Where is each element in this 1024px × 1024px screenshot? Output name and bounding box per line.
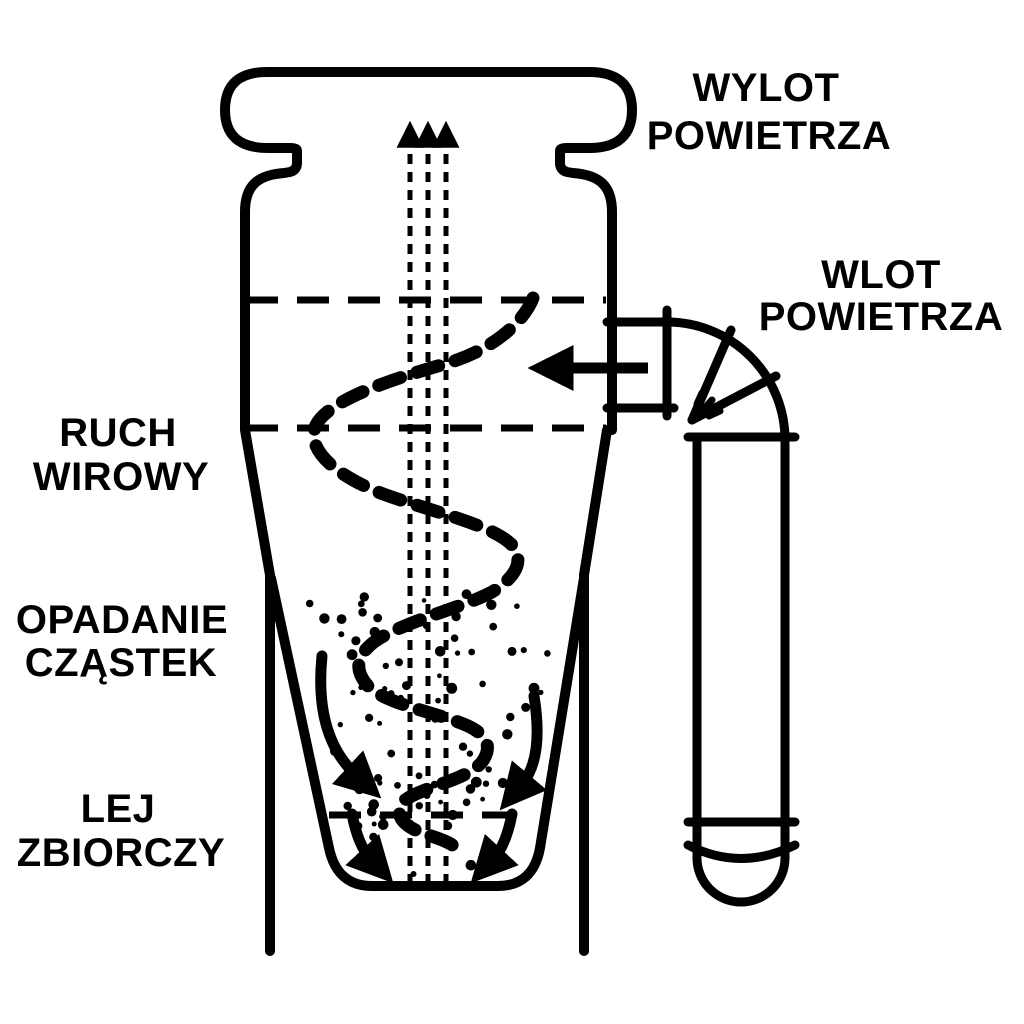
air-outlet-label-line1: WYLOT xyxy=(693,66,840,110)
diagram-labels: WYLOT POWIETRZA WLOT POWIETRZA RUCH WIRO… xyxy=(16,66,1003,875)
particle-dots xyxy=(305,589,551,877)
inlet-duct xyxy=(602,305,800,907)
pipe-flange-curve xyxy=(683,840,800,863)
hopper-label-line2: ZBIORCZY xyxy=(17,831,225,875)
outlet-flow-arrows xyxy=(396,120,460,884)
cone-hopper-outline xyxy=(266,573,589,891)
air-outlet-label-line2: POWIETRZA xyxy=(647,114,891,158)
elbow-outer-arc xyxy=(662,317,790,445)
air-inlet-label-line1: WLOT xyxy=(821,253,941,297)
vortex-spiral xyxy=(307,291,540,855)
hopper-label-line1: LEJ xyxy=(81,787,156,831)
pipe-bottom-cap xyxy=(692,853,790,907)
air-inlet-label-line2: POWIETRZA xyxy=(759,295,1003,339)
settling-arrows xyxy=(315,650,547,811)
settling-label-line2: CZĄSTEK xyxy=(25,641,217,685)
elbow-spoke-2 xyxy=(687,371,781,425)
settling-label-line1: OPADANIE xyxy=(16,598,228,642)
elbow-hub-ticks xyxy=(693,389,724,420)
vortex-label-line2: WIROWY xyxy=(33,455,209,499)
vessel-outline xyxy=(220,67,637,956)
vortex-label-line1: RUCH xyxy=(59,411,177,455)
